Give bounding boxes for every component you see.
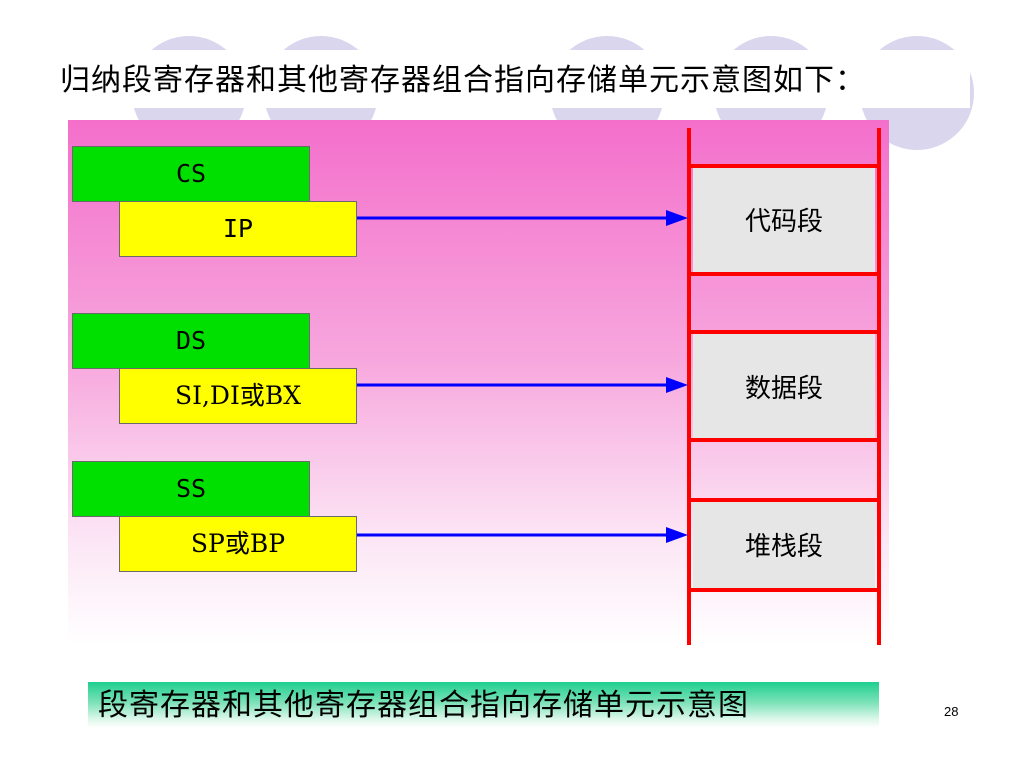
memory-block-code <box>693 166 875 274</box>
segment-register-ss: SS <box>72 461 310 517</box>
slide-title: 归纳段寄存器和其他寄存器组合指向存储单元示意图如下： <box>60 63 866 98</box>
arrow-si-to-data <box>357 377 688 393</box>
offset-register-ip: IP <box>119 201 357 257</box>
segment-register-cs: CS <box>72 146 310 202</box>
arrow-ip-to-code <box>357 210 688 226</box>
page-number: 28 <box>944 704 959 719</box>
segment-register-ds: DS <box>72 313 310 369</box>
memory-label-stack: 堆栈段 <box>744 532 823 562</box>
title-background <box>55 50 970 108</box>
caption-background <box>88 682 879 728</box>
memory-label-code: 代码段 <box>744 207 823 237</box>
offset-register-sp-bp: SP或BP <box>119 516 357 572</box>
diagram-caption: 段寄存器和其他寄存器组合指向存储单元示意图 <box>98 688 749 723</box>
offset-register-si-di-bx: SI,DI或BX <box>119 368 357 424</box>
arrow-sp-to-stack <box>357 527 688 543</box>
memory-label-data: 数据段 <box>744 374 823 404</box>
